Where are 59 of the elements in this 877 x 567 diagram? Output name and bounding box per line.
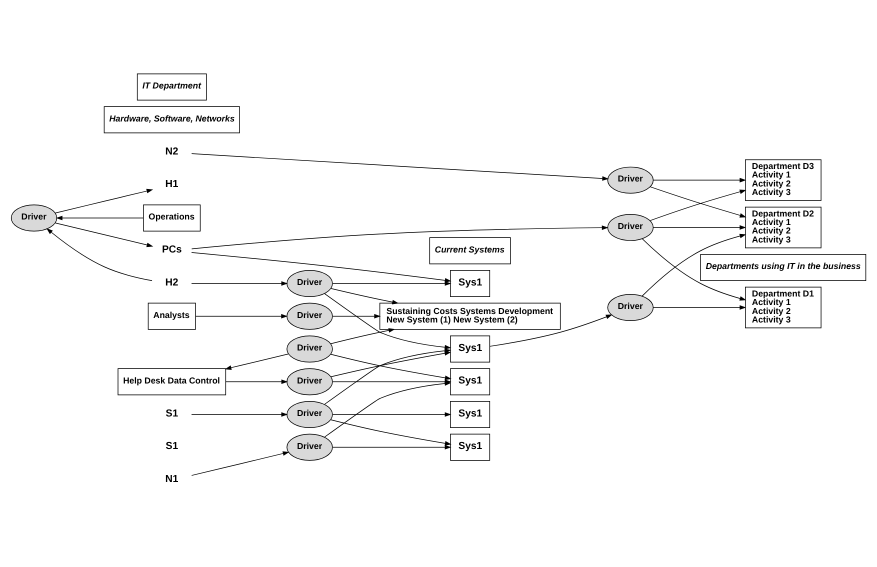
node-ellipse: Driver bbox=[286, 434, 333, 461]
node-box: Help Desk Data Control bbox=[118, 368, 226, 396]
arrow bbox=[191, 451, 290, 476]
node-box: Departments using IT in the business bbox=[700, 254, 866, 281]
arrow bbox=[332, 444, 452, 450]
node-ellipse: Driver bbox=[607, 214, 654, 241]
node-text: N2 bbox=[165, 146, 178, 158]
node-box: Analysts bbox=[148, 302, 196, 330]
node-box: Sys1 bbox=[450, 270, 490, 297]
node-box: Current Systems bbox=[429, 237, 511, 264]
node-ellipse: Driver bbox=[10, 204, 58, 232]
arrow bbox=[653, 305, 746, 310]
node-text: H1 bbox=[165, 179, 178, 190]
arrow bbox=[332, 412, 452, 417]
node-ellipse: Driver bbox=[607, 166, 654, 194]
arrow bbox=[191, 225, 608, 250]
node-text: PCs bbox=[162, 244, 182, 256]
node-box: Hardware, Software, Networks bbox=[104, 106, 240, 134]
node-ellipse: Driver bbox=[286, 336, 333, 362]
arrow bbox=[330, 328, 396, 344]
label: S1 bbox=[166, 441, 178, 452]
arrow bbox=[490, 314, 612, 347]
node-text: S1 bbox=[166, 408, 178, 420]
node-ellipse: Driver bbox=[286, 302, 333, 330]
arrow bbox=[191, 153, 609, 181]
arrow bbox=[332, 281, 452, 286]
arrow bbox=[191, 281, 288, 286]
arrow bbox=[324, 293, 452, 350]
arrow bbox=[56, 216, 144, 220]
node-box: Operations bbox=[143, 204, 201, 232]
node-ellipse: Driver bbox=[286, 270, 333, 297]
arrow bbox=[55, 222, 154, 248]
arrow bbox=[195, 314, 288, 319]
node-ellipse: Driver bbox=[286, 401, 333, 428]
node-box: IT Department bbox=[136, 74, 207, 100]
node-ellipse: Driver bbox=[607, 294, 654, 321]
node-box: Sys1 bbox=[450, 368, 490, 396]
node-box: Sys1 bbox=[450, 336, 490, 362]
node-box: Department D3 Activity 1 Activity 2 Activity 3 bbox=[745, 159, 822, 201]
node-box: Department D2 Activity 1 Activity 2 Activity 3 bbox=[745, 206, 822, 248]
arrow bbox=[330, 419, 452, 446]
arrow bbox=[55, 188, 154, 214]
arrow bbox=[332, 314, 381, 319]
node-text: N1 bbox=[165, 474, 178, 485]
node-ellipse: Driver bbox=[286, 368, 333, 396]
arrow bbox=[191, 412, 288, 417]
node-box: Sustaining Costs Systems Development New System (1) New System (2) bbox=[379, 302, 561, 330]
node-box: Sys1 bbox=[450, 434, 490, 461]
node-box: Department D1 Activity 1 Activity 2 Activity 3 bbox=[745, 286, 822, 328]
node-text: H2 bbox=[165, 277, 178, 288]
arrow bbox=[226, 379, 288, 384]
arrow bbox=[653, 178, 746, 182]
arrow bbox=[330, 288, 399, 304]
arrow bbox=[46, 228, 152, 282]
arrow bbox=[191, 252, 452, 283]
arrow bbox=[332, 379, 452, 384]
arrow bbox=[224, 354, 289, 370]
node-box: Sys1 bbox=[450, 401, 490, 428]
arrow bbox=[653, 225, 746, 230]
